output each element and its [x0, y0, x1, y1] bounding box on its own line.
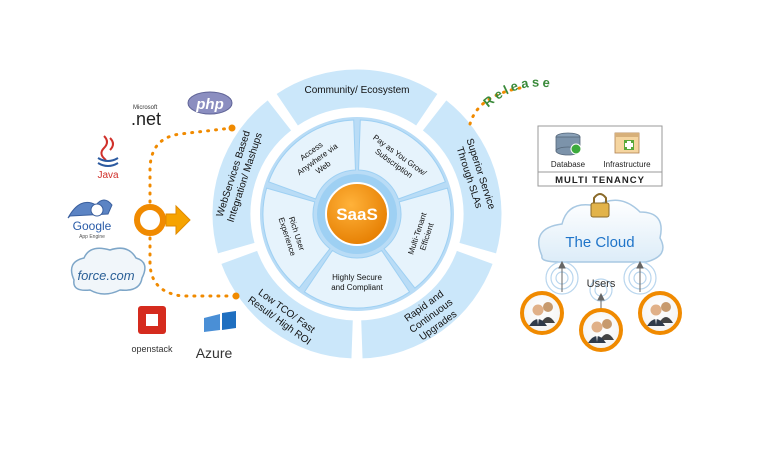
- key-arrow-icon: [134, 204, 191, 236]
- multi-tenancy-panel: Database Infrastructure MULTI TENANCY: [537, 125, 663, 187]
- user-avatar-icon: [579, 308, 623, 352]
- php-logo: php: [187, 91, 233, 115]
- inner-ring-text: Highly Secure: [332, 273, 382, 282]
- dotted-line-bottom: [148, 228, 238, 298]
- cloud-label: The Cloud: [565, 234, 634, 251]
- java-logo: Java: [97, 135, 119, 181]
- users-label: Users: [587, 278, 616, 290]
- user-avatar-icon: [638, 291, 682, 335]
- force-com-logo: force.com: [70, 247, 146, 295]
- outer-segment: [211, 99, 293, 255]
- outer-ring: [211, 68, 503, 360]
- outer-ring-label: Community/ Ecosystem: [304, 85, 409, 96]
- svg-text:.net: .net: [131, 109, 161, 129]
- svg-text:App Engine: App Engine: [79, 234, 105, 240]
- svg-text:openstack: openstack: [131, 344, 173, 354]
- connector-dot-top: [228, 124, 236, 132]
- infrastructure-label: Infrastructure: [603, 160, 651, 169]
- left-connector: [148, 126, 238, 298]
- google-app-engine-logo: Google App Engine: [67, 199, 113, 240]
- infrastructure-icon: [614, 132, 640, 154]
- inner-segment: [303, 249, 411, 309]
- release-label: Release: [480, 75, 554, 111]
- dotnet-logo: Microsoft .net: [131, 105, 161, 129]
- inner-ring: [262, 119, 452, 309]
- cloud: The Cloud: [538, 199, 664, 263]
- lock-icon: [590, 193, 610, 218]
- users-group: [520, 291, 682, 352]
- database-icon: [555, 132, 582, 156]
- svg-text:Java: Java: [97, 170, 119, 181]
- svg-text:force.com: force.com: [77, 268, 134, 283]
- svg-text:Microsoft: Microsoft: [133, 105, 158, 111]
- saas-center: [325, 182, 389, 246]
- user-avatar-icon: [520, 291, 564, 335]
- database-label: Database: [551, 160, 586, 169]
- openstack-logo: openstack: [131, 306, 173, 354]
- dotted-line-top: [148, 126, 234, 212]
- inner-segment: [358, 119, 446, 200]
- svg-text:Google: Google: [73, 219, 112, 233]
- inner-segment: [268, 119, 356, 200]
- inner-segment: [262, 187, 331, 289]
- svg-text:Azure: Azure: [196, 345, 233, 361]
- azure-logo: Azure: [196, 311, 236, 361]
- connector-dot-bottom: [232, 292, 240, 300]
- release-dotted-line: [468, 86, 522, 126]
- inner-segment: [383, 187, 452, 289]
- outer-ring-text: Community/ Ecosystem: [304, 85, 409, 96]
- outer-segment: [421, 99, 503, 255]
- inner-ring-text: and Compliant: [331, 283, 383, 292]
- outer-segment: [360, 249, 494, 360]
- svg-text:php: php: [195, 96, 224, 113]
- saas-label: SaaS: [336, 205, 378, 224]
- multi-tenancy-label: MULTI TENANCY: [555, 175, 645, 186]
- outer-segment: [220, 249, 354, 360]
- outer-segment: [275, 68, 439, 127]
